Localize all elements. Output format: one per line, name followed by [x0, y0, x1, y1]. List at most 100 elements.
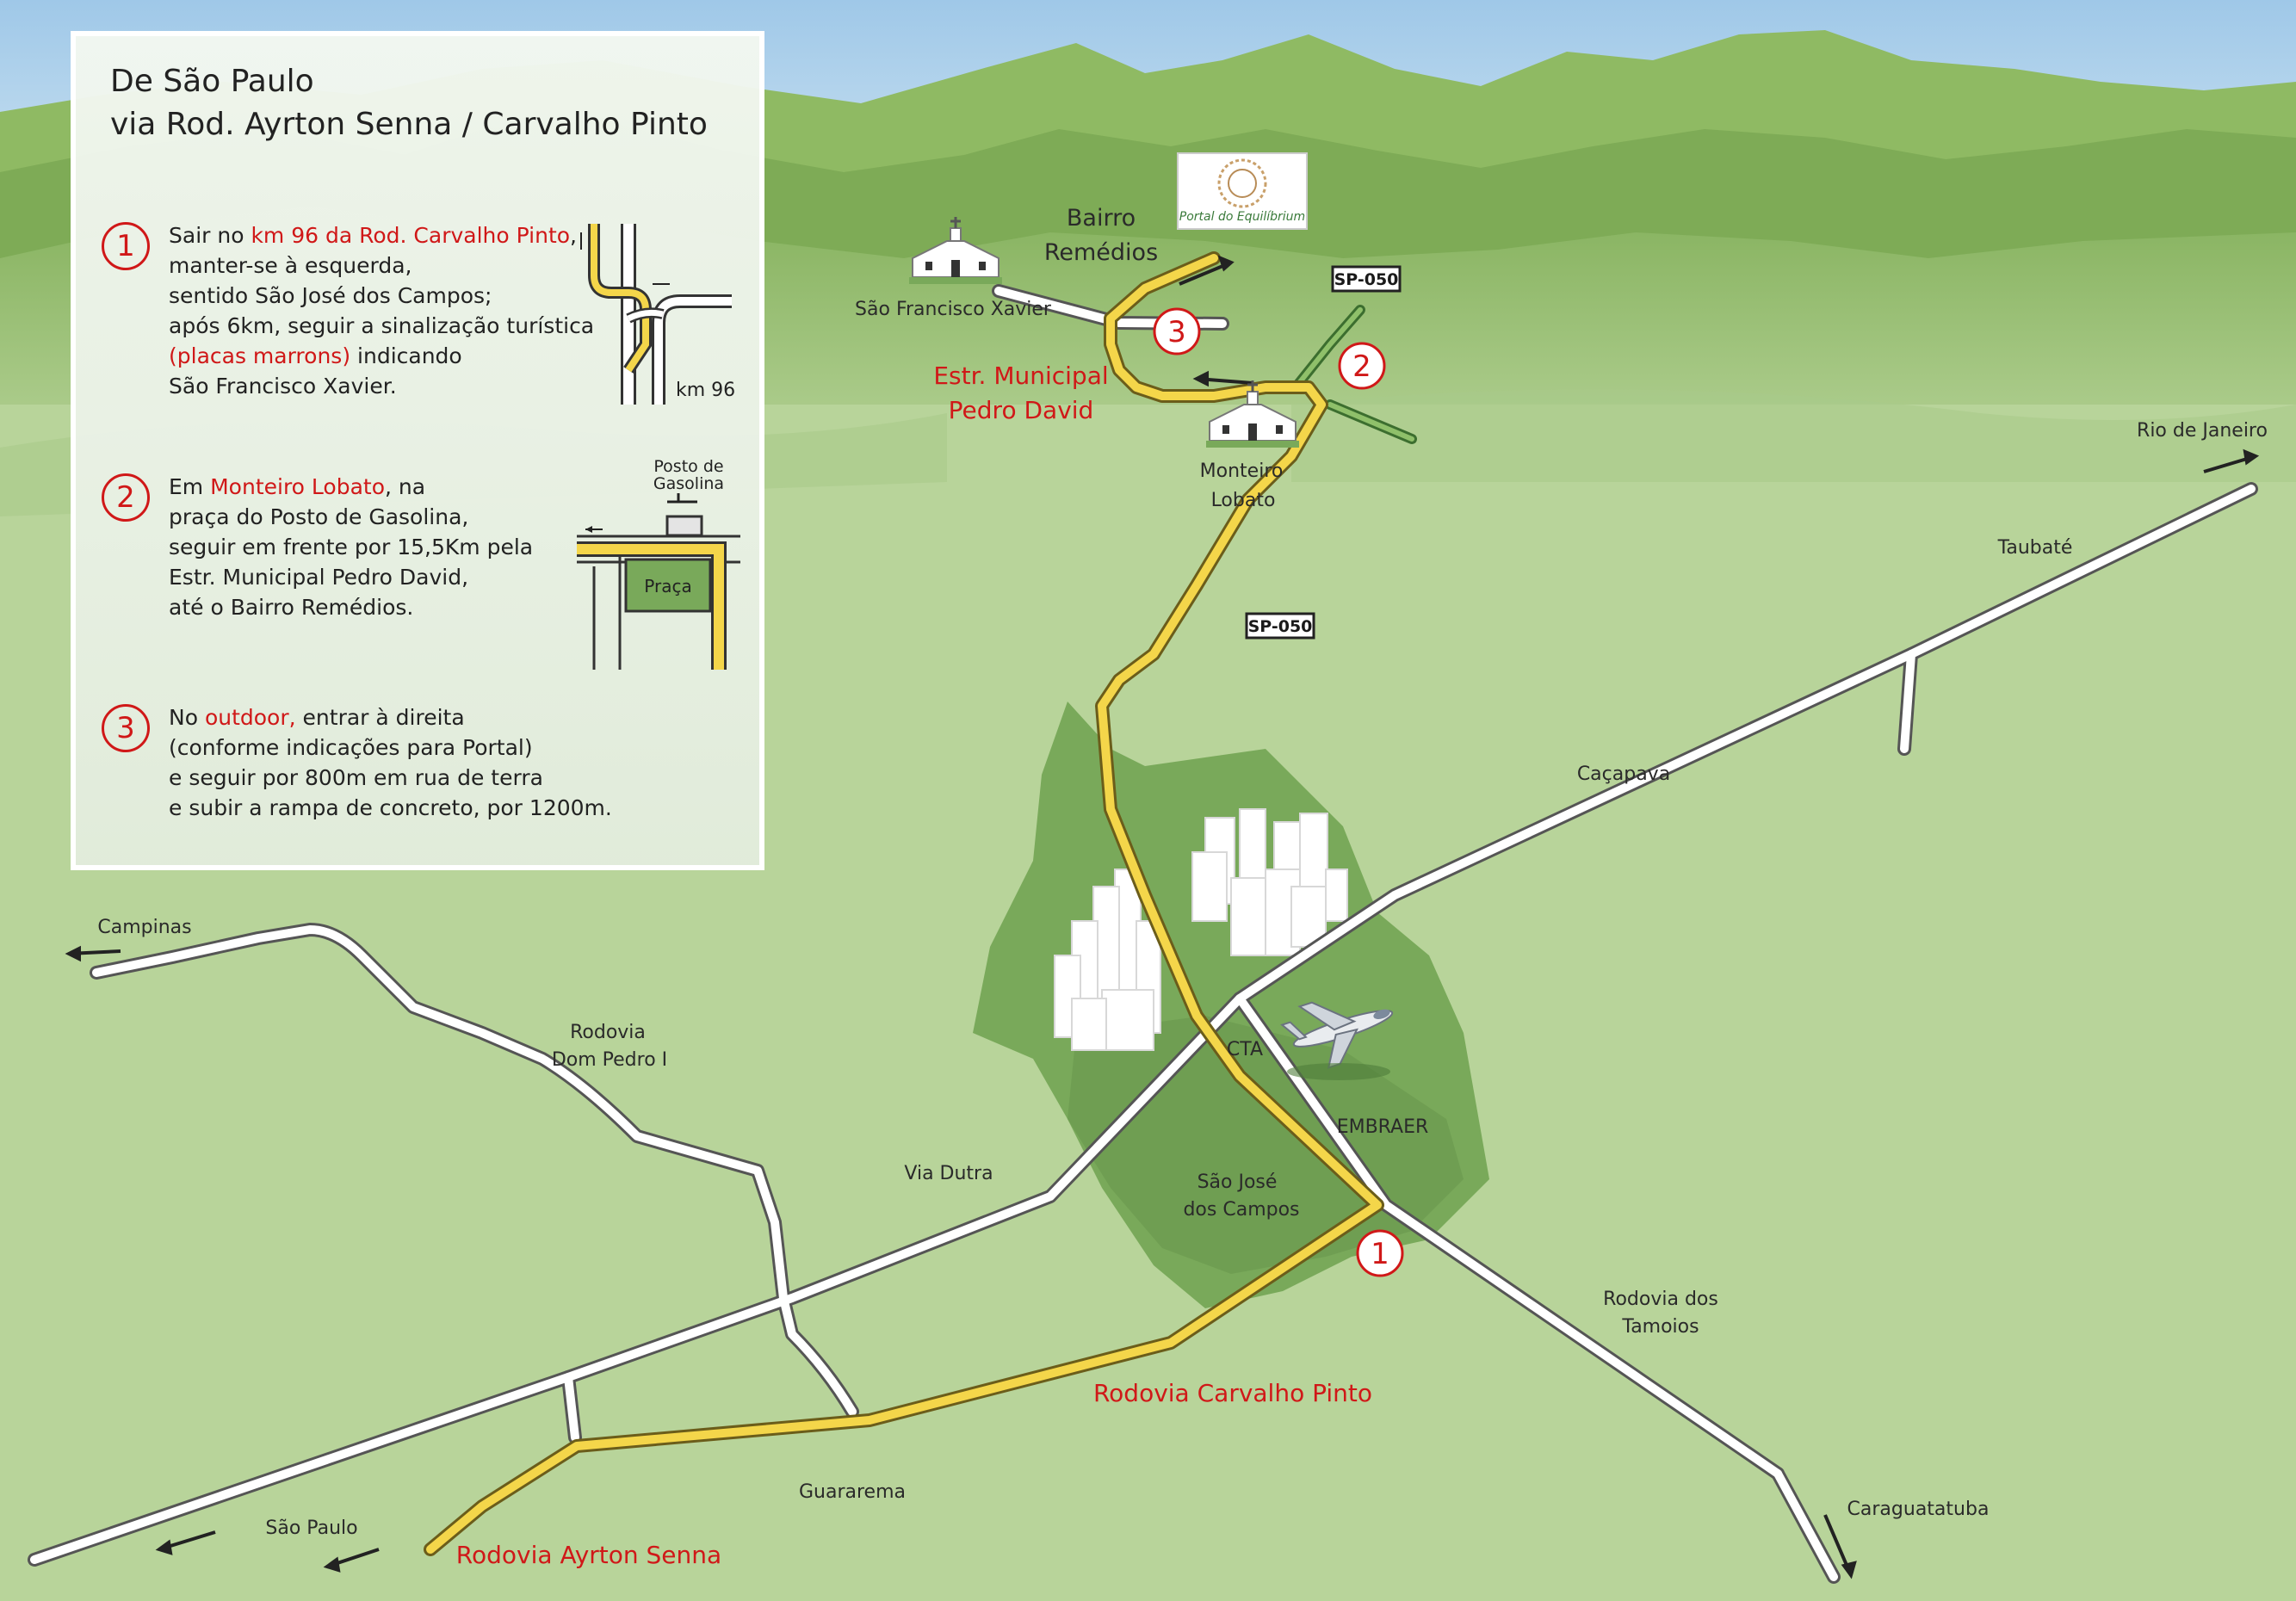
- step-line-text: até o Bairro Remédios.: [169, 595, 414, 620]
- label-pedro-david: Pedro David: [949, 396, 1094, 424]
- step-line-text: Sair no: [169, 223, 251, 248]
- label-carvalho-pinto: Rodovia Carvalho Pinto: [1093, 1379, 1372, 1407]
- marker-2: 2: [1338, 342, 1386, 390]
- label-cacapava: Caçapava: [1577, 763, 1670, 785]
- label-rodovia: Rodovia: [570, 1022, 646, 1043]
- step-line-text: e seguir por 800m em rua de terra: [169, 765, 543, 790]
- directions-panel: De São Paulo via Rod. Ayrton Senna / Car…: [71, 31, 764, 870]
- step-line-text: após 6km, seguir a sinalização turística: [169, 313, 595, 338]
- label-guararema: Guararema: [799, 1481, 906, 1503]
- airplane-shadow: [1287, 1063, 1390, 1080]
- step-line-highlight: Monteiro Lobato: [210, 474, 385, 499]
- label-remedios: Remédios: [1044, 239, 1158, 266]
- marker-1-label: 1: [1371, 1237, 1389, 1271]
- step-line: Sair no km 96 da Rod. Carvalho Pinto,: [169, 220, 594, 250]
- step-line-text: sentido São José dos Campos;: [169, 283, 492, 308]
- sp050-shield: SP-050: [1245, 612, 1315, 640]
- step-line-highlight: outdoor,: [204, 705, 296, 730]
- step-line: sentido São José dos Campos;: [169, 281, 594, 311]
- step-line-text: praça do Posto de Gasolina,: [169, 504, 469, 529]
- step-line-text: entrar à direita: [295, 705, 465, 730]
- step-line-text: manter-se à esquerda,: [169, 253, 412, 278]
- foothill-right: [1291, 389, 2296, 482]
- portal-logo: Portal do Equilíbrium: [1177, 152, 1308, 230]
- label-ayrton-senna: Rodovia Ayrton Senna: [456, 1541, 721, 1569]
- step-line-text: e subir a rampa de concreto, por 1200m.: [169, 795, 612, 820]
- marker-2-label: 2: [1352, 349, 1371, 384]
- marker-3-label: 3: [1167, 315, 1186, 349]
- label-estr-municipal: Estr. Municipal: [933, 362, 1108, 390]
- step-line-text: Estr. Municipal Pedro David,: [169, 565, 469, 590]
- step-line: manter-se à esquerda,: [169, 250, 594, 281]
- direction-arrow-icon: [65, 255, 2260, 1579]
- logo-mandala-icon: [1217, 158, 1267, 208]
- step-line: (conforme indicações para Portal): [169, 733, 612, 763]
- label-monteiro: Monteiro: [1200, 461, 1284, 482]
- sp050-branch: [1290, 305, 1417, 444]
- label-taubate: Taubaté: [1997, 537, 2073, 559]
- marker-3: 3: [1153, 307, 1201, 355]
- inset-km96: km 96: [676, 380, 735, 401]
- label-bairro: Bairro: [1067, 205, 1136, 232]
- label-tamoios: Tamoios: [1621, 1316, 1699, 1338]
- label-via-dutra: Via Dutra: [904, 1163, 993, 1184]
- label-sao-paulo: São Paulo: [265, 1518, 357, 1539]
- marker-1: 1: [1356, 1229, 1404, 1277]
- inset-praca: Praça: [644, 576, 691, 597]
- step-line-highlight: km 96 da Rod. Carvalho Pinto: [251, 223, 571, 248]
- church-icon: [1206, 380, 1299, 448]
- step-line: praça do Posto de Gasolina,: [169, 502, 533, 532]
- label-rio: Rio de Janeiro: [2137, 420, 2268, 442]
- label-cta: CTA: [1227, 1039, 1263, 1060]
- step-line: (placas marrons) indicando: [169, 341, 594, 371]
- label-sao-jose: São José: [1198, 1171, 1278, 1193]
- step-line: Estr. Municipal Pedro David,: [169, 562, 533, 592]
- praca-inset-diagram: Posto de Gasolina Praça: [577, 457, 740, 670]
- label-campinas: Campinas: [97, 917, 191, 938]
- step-3-text: No outdoor, entrar à direita (conforme i…: [169, 702, 612, 823]
- step-line-highlight: (placas marrons): [169, 343, 351, 368]
- map-labels: Bairro Remédios São Francisco Xavier Est…: [97, 205, 2268, 1569]
- step-line: Em Monteiro Lobato, na: [169, 472, 533, 502]
- logo-text: Portal do Equilíbrium: [1179, 210, 1305, 224]
- step-line-text: No: [169, 705, 205, 730]
- step-2-number: 2: [102, 473, 150, 522]
- step-line: após 6km, seguir a sinalização turística: [169, 311, 594, 341]
- sp050-shield-label: SP-050: [1248, 617, 1313, 636]
- label-embraer: EMBRAER: [1337, 1116, 1429, 1138]
- panel-title-line2: via Rod. Ayrton Senna / Carvalho Pinto: [110, 107, 708, 142]
- panel-title-line1: De São Paulo: [110, 64, 314, 99]
- inset-posto-line1: Posto de: [653, 457, 723, 476]
- inset-posto-line2: Gasolina: [653, 474, 724, 493]
- sp050-shield: SP-050: [1331, 265, 1402, 293]
- step-line-text: , na: [385, 474, 426, 499]
- step-3-number: 3: [102, 704, 150, 752]
- step-line-text: seguir em frente por 15,5Km pela: [169, 535, 534, 559]
- label-lobato: Lobato: [1211, 490, 1276, 511]
- step-1: 1 Sair no km 96 da Rod. Carvalho Pinto, …: [95, 215, 749, 422]
- church-icon: [909, 217, 1002, 284]
- label-dos-campos: dos Campos: [1183, 1199, 1299, 1221]
- km96-inset-diagram: km 96: [580, 224, 735, 405]
- yellow-roads: [424, 251, 1384, 1556]
- label-rodovia-dos: Rodovia dos: [1603, 1289, 1718, 1310]
- step-line: No outdoor, entrar à direita: [169, 702, 612, 733]
- step-line: e seguir por 800m em rua de terra: [169, 763, 612, 793]
- white-roads: [28, 284, 2258, 1584]
- label-caraguatatuba: Caraguatatuba: [1847, 1499, 1990, 1520]
- step-line-text: ,: [570, 223, 577, 248]
- label-sao-francisco: São Francisco Xavier: [855, 299, 1052, 320]
- step-2: 2 Em Monteiro Lobato, na praça do Posto …: [95, 457, 749, 699]
- sp050-shield-label: SP-050: [1334, 270, 1399, 289]
- step-1-text: Sair no km 96 da Rod. Carvalho Pinto, ma…: [169, 220, 594, 401]
- step-1-number: 1: [102, 222, 150, 270]
- step-line-text: indicando: [350, 343, 462, 368]
- step-3: 3 No outdoor, entrar à direita (conforme…: [95, 697, 749, 835]
- step-line: seguir em frente por 15,5Km pela: [169, 532, 533, 562]
- step-line: até o Bairro Remédios.: [169, 592, 533, 622]
- step-line-text: Em: [169, 474, 211, 499]
- step-line-text: São Francisco Xavier.: [169, 374, 397, 399]
- step-line: São Francisco Xavier.: [169, 371, 594, 401]
- airplane-icon: [1280, 1001, 1394, 1069]
- step-2-text: Em Monteiro Lobato, na praça do Posto de…: [169, 472, 533, 622]
